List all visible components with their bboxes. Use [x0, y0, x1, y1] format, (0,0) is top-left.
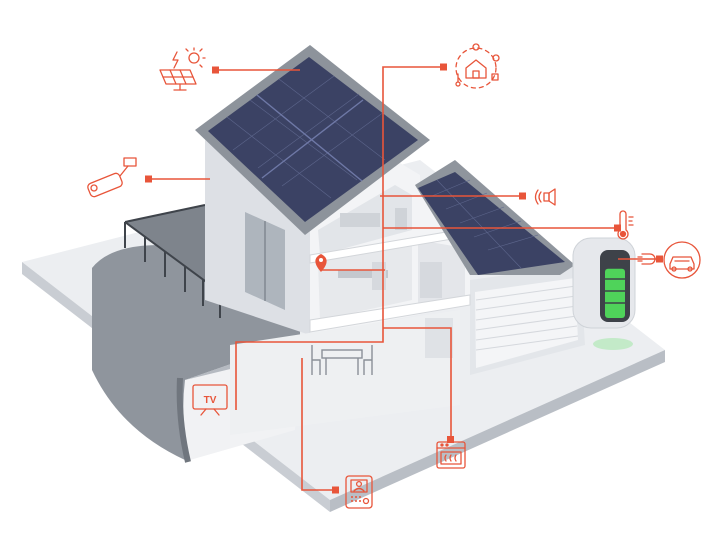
- solar-energy-icon: [159, 47, 206, 91]
- connector-lines: [145, 63, 663, 494]
- smart-home-hub-icon: [455, 43, 500, 89]
- dining-furniture: [311, 345, 373, 375]
- tv-label: TV: [204, 395, 217, 406]
- home-battery: [572, 237, 636, 350]
- electric-car-charging-icon: [637, 241, 701, 279]
- security-camera-icon: [87, 157, 137, 198]
- battery-fill: [605, 268, 625, 318]
- thermostat-icon: [617, 210, 634, 240]
- video-intercom-icon: [345, 475, 373, 509]
- speaker-sound-icon: [534, 188, 556, 206]
- oven-icon: [436, 441, 466, 469]
- solar-panels: [195, 45, 565, 275]
- location-pin-icon: [315, 254, 327, 272]
- garage: [470, 265, 585, 375]
- tv-icon: [192, 384, 228, 416]
